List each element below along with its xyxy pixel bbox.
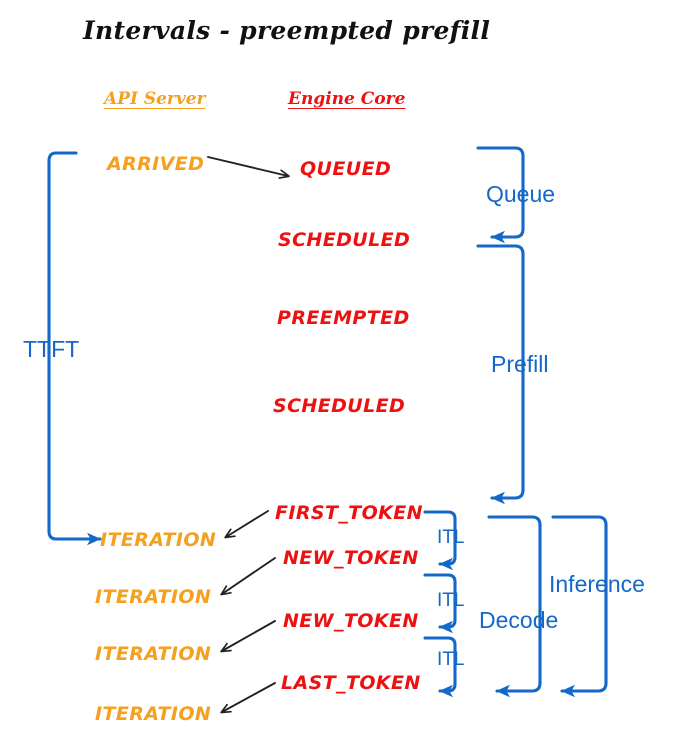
- interval-label-queue: Queue: [486, 181, 556, 207]
- column-header-api-server: API Server: [104, 89, 206, 109]
- engine-event-queued: QUEUED: [300, 158, 392, 180]
- engine-event-first-token: FIRST_TOKEN: [275, 502, 423, 524]
- arrow-new-token-to-iteration-1: [220, 557, 276, 596]
- bracket-decode: [487, 515, 542, 698]
- interval-label-inference: Inference: [549, 571, 645, 597]
- interval-label-decode: Decode: [479, 607, 559, 633]
- interval-label-itl-1: ITL: [437, 527, 465, 548]
- api-event-arrived: ARRIVED: [107, 153, 205, 175]
- page-title: Intervals - preempted prefill: [83, 16, 491, 45]
- api-event-iteration-2: ITERATION: [95, 586, 212, 608]
- engine-event-scheduled-2: SCHEDULED: [273, 395, 406, 417]
- engine-event-last-token: LAST_TOKEN: [281, 672, 421, 694]
- api-event-iteration-4: ITERATION: [95, 703, 212, 725]
- engine-event-new-token-2: NEW_TOKEN: [283, 610, 419, 632]
- engine-event-new-token-1: NEW_TOKEN: [283, 547, 419, 569]
- api-event-iteration-3: ITERATION: [95, 643, 212, 665]
- arrow-last-token-to-iteration: [220, 682, 276, 714]
- bracket-inference: [551, 515, 608, 698]
- column-header-engine-core: Engine Core: [288, 89, 406, 109]
- interval-label-itl-3: ITL: [437, 649, 465, 670]
- engine-event-preempted: PREEMPTED: [277, 307, 410, 329]
- arrow-new-token-to-iteration-2: [220, 620, 276, 653]
- engine-event-scheduled-1: SCHEDULED: [278, 229, 411, 251]
- arrow-arrived-to-queued: [207, 156, 290, 179]
- interval-label-ttft: TTFT: [23, 336, 80, 362]
- interval-label-itl-2: ITL: [437, 590, 465, 611]
- arrow-first-token-to-iteration: [224, 510, 269, 539]
- interval-label-prefill: Prefill: [491, 351, 549, 377]
- api-event-iteration-1: ITERATION: [100, 529, 217, 551]
